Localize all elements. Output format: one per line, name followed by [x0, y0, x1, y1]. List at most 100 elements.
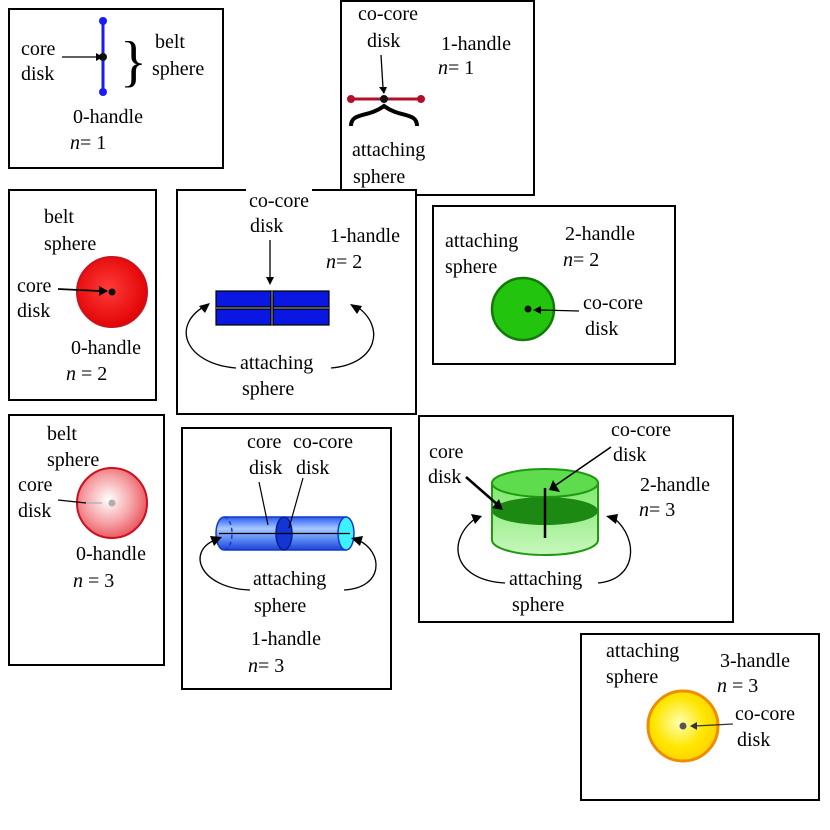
arrow-head: [199, 303, 210, 313]
n-equals-label: n = 2: [66, 363, 108, 385]
core-arrow: [465, 476, 499, 506]
disk-label: disk: [296, 457, 330, 479]
disk-label: disk: [737, 729, 771, 751]
disk-label: disk: [18, 500, 52, 522]
handle-label: 2-handle: [565, 223, 635, 245]
arrow-head: [99, 286, 108, 296]
sphere-label: sphere: [47, 449, 100, 471]
sphere-label: sphere: [445, 256, 498, 278]
core-label: core: [429, 441, 464, 463]
attaching-point-left: [347, 95, 355, 103]
sphere-label: sphere: [44, 233, 97, 255]
sphere-label: sphere: [606, 666, 659, 688]
sphere-label: sphere: [353, 166, 406, 188]
panel-2-handle-n3: [418, 415, 734, 623]
disk-label: disk: [17, 300, 51, 322]
sphere-label: sphere: [152, 58, 205, 80]
center-point: [524, 305, 532, 313]
arrow-head: [350, 304, 362, 314]
co-core-arrow: [539, 309, 580, 312]
panel-0-handle-n3: [8, 414, 165, 666]
center-point: [108, 499, 116, 507]
core-label: core: [247, 431, 282, 453]
core-label: core: [17, 275, 52, 297]
attaching-label: attaching: [445, 230, 519, 252]
disk-label: disk: [250, 215, 284, 237]
arrow-head: [471, 514, 482, 524]
handle-label: 0-handle: [71, 337, 141, 359]
handle-label: 3-handle: [720, 650, 790, 672]
sphere-label: sphere: [254, 595, 307, 617]
attaching-label: attaching: [352, 139, 426, 161]
core-arrow: [258, 481, 269, 526]
co-core-label: co-core: [735, 703, 795, 725]
attaching-arc-right: [343, 539, 377, 591]
n-equals-label: n= 1: [438, 57, 475, 79]
co-core-arrow: [694, 723, 734, 727]
co-core-label: co-core: [358, 3, 418, 25]
under-brace: [349, 103, 419, 127]
belt-point-top: [99, 17, 107, 25]
belt-label: belt: [155, 31, 185, 53]
tube-end-left-hidden: [223, 516, 233, 551]
handle-label: 1-handle: [330, 225, 400, 247]
co-core-arrow: [380, 54, 384, 89]
n-equals-label: n = 3: [73, 570, 115, 592]
attaching-arc-left: [199, 539, 251, 591]
co-core-label: co-core: [583, 292, 643, 314]
arrow-head: [379, 87, 387, 94]
attaching-point-right: [417, 95, 425, 103]
attaching-arc-right: [597, 517, 632, 584]
panel-0-handle-n1: [8, 8, 224, 169]
handle-label: 1-handle: [251, 628, 321, 650]
arrow-head: [606, 514, 618, 524]
arrow-head: [266, 277, 274, 285]
n-equals-label: n= 1: [70, 132, 107, 154]
sphere-label: sphere: [512, 594, 565, 616]
handle-label: 0-handle: [73, 106, 143, 128]
handle-label: 0-handle: [76, 543, 146, 565]
n-equals-label: n= 3: [639, 499, 676, 521]
core-disk-arrow: [57, 499, 87, 504]
arrow-head: [690, 722, 697, 730]
disk-label: disk: [21, 63, 55, 85]
co-core-label: co-core: [293, 431, 353, 453]
n-equals-label: n= 3: [248, 655, 285, 677]
disk-label: disk: [367, 30, 401, 52]
sphere-label: sphere: [242, 378, 295, 400]
panel-2-handle-n2: [432, 205, 676, 365]
core-label: core: [21, 38, 56, 60]
center-point: [380, 95, 388, 103]
panel-1-handle-n3: [181, 427, 392, 690]
co-core-label: co-core: [611, 419, 671, 441]
attaching-arc-left: [185, 305, 237, 369]
core-disk-arrow: [57, 288, 101, 292]
co-core-label: co-core: [246, 189, 312, 213]
belt-point-bottom: [99, 88, 107, 96]
attaching-arc-left: [457, 517, 506, 584]
n-equals-label: n = 3: [717, 675, 759, 697]
arrow-head: [549, 480, 560, 492]
attaching-arc-right: [330, 305, 375, 369]
center-point: [108, 288, 116, 296]
attaching-label: attaching: [240, 352, 314, 374]
belt-label: belt: [44, 206, 74, 228]
attaching-label: attaching: [606, 640, 680, 662]
disk-label: disk: [428, 466, 462, 488]
belt-label: belt: [47, 423, 77, 445]
arrow-head: [96, 53, 103, 61]
handle-label: 2-handle: [640, 474, 710, 496]
attaching-sphere-disk: [490, 276, 556, 342]
arrow-head: [351, 536, 363, 546]
core-label: core: [18, 474, 53, 496]
co-core-arrow: [555, 446, 612, 486]
arrow-head: [210, 536, 222, 546]
